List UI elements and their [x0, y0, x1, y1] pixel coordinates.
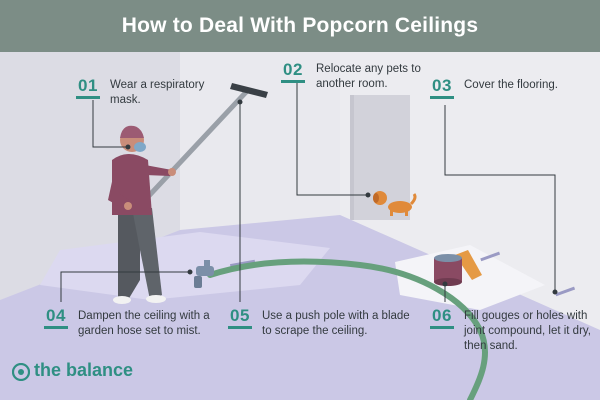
step-1-text: Wear a respiratory mask. [110, 79, 205, 106]
step-4-number: 04 [44, 306, 68, 329]
step-2-number: 02 [281, 60, 305, 83]
dog-illustration [373, 191, 417, 216]
step-3-number: 03 [430, 76, 454, 99]
paint-can-illustration [434, 250, 482, 286]
step-1-number: 01 [76, 76, 100, 99]
step-4-text: Dampen the ceiling with a garden hose se… [78, 310, 210, 337]
brand-name: the balance [34, 360, 134, 380]
step-5-number: 05 [228, 306, 252, 329]
header-bar [0, 0, 600, 52]
drop-cloth-right [395, 245, 545, 310]
person-scraping-illustration [108, 125, 176, 304]
garden-hose [207, 258, 488, 400]
step-6-text: Fill gouges or holes with joint compound… [464, 310, 591, 352]
step-2-text: Relocate any pets to another room. [316, 63, 421, 90]
leader-lines [60, 80, 558, 302]
drop-cloth-left [40, 232, 330, 300]
step-3-text: Cover the flooring. [464, 79, 558, 91]
step-5-text: Use a push pole with a blade to scrape t… [262, 310, 410, 337]
scraper-blade [230, 83, 268, 98]
balance-logo-icon [12, 363, 30, 381]
center-wall [180, 52, 340, 230]
push-pole [142, 87, 251, 203]
page-title: How to Deal With Popcorn Ceilings [121, 14, 479, 37]
garden-hose-nozzle-icon [194, 260, 214, 288]
step-6-number: 06 [430, 306, 454, 329]
